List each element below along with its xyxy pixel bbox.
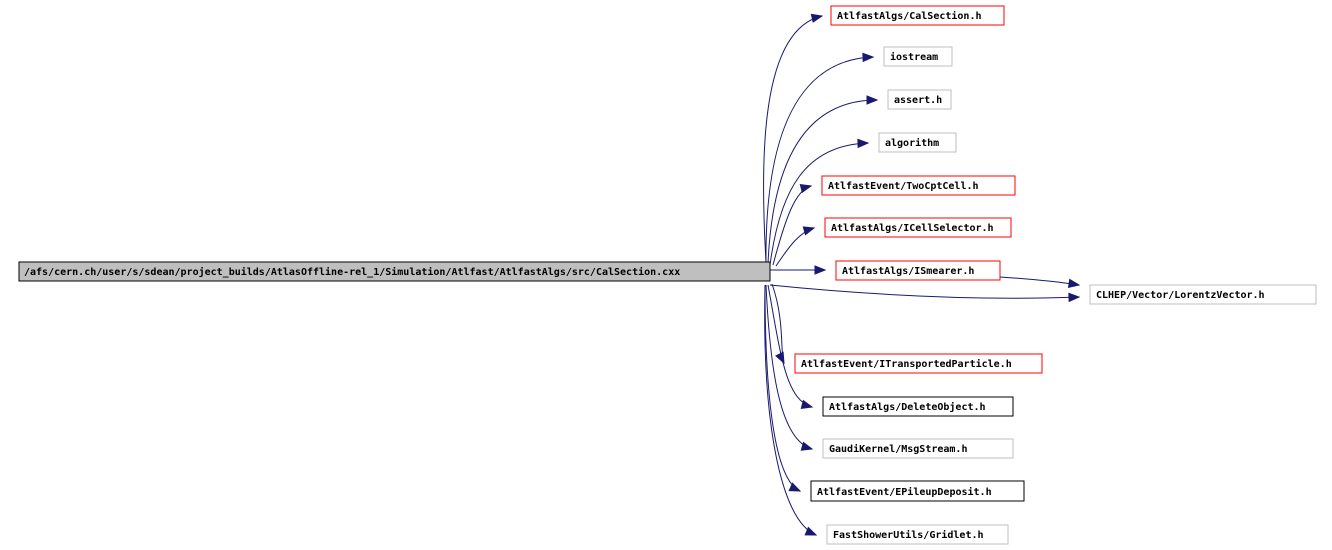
include-edge [765, 56, 874, 264]
include-box [822, 396, 1014, 417]
include-edge [769, 142, 869, 266]
arrowhead [802, 226, 816, 236]
include-box [810, 480, 1025, 502]
include-edge [771, 283, 785, 364]
include-box [1089, 284, 1317, 305]
nodes: /afs/cern.ch/user/s/sdean/project_builds… [18, 5, 1317, 545]
include-box [887, 89, 952, 110]
arrowhead [799, 183, 813, 194]
arrowhead [810, 13, 824, 23]
include-box [821, 175, 1016, 196]
include-edge [767, 99, 878, 265]
include-box [826, 524, 1009, 545]
include-node-msgstream-h: GaudiKernel/MsgStream.h [822, 438, 1014, 459]
include-node-icellselector-h[interactable]: AtlfastAlgs/ICellSelector.h [824, 217, 1012, 238]
arrowhead [800, 399, 814, 409]
root-file-node: /afs/cern.ch/user/s/sdean/project_builds… [18, 261, 771, 282]
include-edge [772, 185, 812, 266]
include-label: CLHEP/Vector/LorentzVector.h [1096, 290, 1265, 301]
include-edge [999, 276, 1080, 286]
include-box [794, 353, 1043, 374]
root-file-label: /afs/cern.ch/user/s/sdean/project_builds… [24, 266, 680, 278]
include-label: AtlfastEvent/ITransportedParticle.h [801, 358, 1012, 370]
include-edge [764, 284, 801, 492]
include-label: GaudiKernel/MsgStream.h [829, 443, 967, 455]
include-node-iostream: iostream [883, 46, 953, 67]
arrowhead [814, 265, 827, 275]
include-box [883, 46, 953, 67]
root-file-box [18, 261, 771, 282]
include-label: AtlfastEvent/TwoCptCell.h [828, 181, 979, 192]
include-box [824, 217, 1012, 238]
include-box [878, 132, 957, 153]
arrowhead [862, 52, 875, 63]
include-label: AtlfastAlgs/ISmearer.h [842, 266, 974, 277]
arrowhead [857, 138, 870, 149]
include-box [830, 5, 1005, 26]
arrowhead [788, 482, 802, 492]
arrowhead [1068, 292, 1081, 303]
include-node-twocptcell-h[interactable]: AtlfastEvent/TwoCptCell.h [821, 175, 1016, 196]
arrowhead [804, 526, 818, 536]
arrowhead [800, 441, 814, 451]
include-label: FastShowerUtils/Gridlet.h [833, 529, 984, 541]
include-node-ismearer-h[interactable]: AtlfastAlgs/ISmearer.h [835, 260, 1001, 281]
include-box [835, 260, 1001, 281]
arrowhead [1067, 278, 1081, 289]
include-node-lorentzvector-h: CLHEP/Vector/LorentzVector.h [1089, 284, 1317, 305]
include-edge [765, 284, 813, 450]
include-node-deleteobject-h[interactable]: AtlfastAlgs/DeleteObject.h [822, 396, 1014, 417]
include-box [822, 438, 1014, 459]
include-edge [764, 284, 817, 536]
include-label: AtlfastEvent/EPileupDeposit.h [817, 486, 992, 498]
edges [763, 13, 1081, 536]
arrowhead [866, 95, 879, 105]
include-label: AtlfastAlgs/ICellSelector.h [831, 223, 994, 234]
include-edge [769, 284, 1080, 299]
include-label: assert.h [894, 95, 942, 106]
include-label: iostream [890, 51, 938, 63]
include-node-gridlet-h: FastShowerUtils/Gridlet.h [826, 524, 1009, 545]
include-node-epileupdeposit-h[interactable]: AtlfastEvent/EPileupDeposit.h [810, 480, 1025, 502]
include-node-assert-h: assert.h [887, 89, 952, 110]
arrowhead [775, 351, 785, 365]
include-edge [763, 15, 823, 263]
include-label: AtlfastAlgs/DeleteObject.h [829, 401, 986, 413]
include-node-algorithm: algorithm [878, 132, 957, 153]
include-node-itransportedparticle-h[interactable]: AtlfastEvent/ITransportedParticle.h [794, 353, 1043, 374]
include-node-calsection-h[interactable]: AtlfastAlgs/CalSection.h [830, 5, 1005, 26]
include-edge [767, 284, 813, 408]
include-label: algorithm [885, 137, 939, 149]
include-label: AtlfastAlgs/CalSection.h [837, 10, 982, 22]
